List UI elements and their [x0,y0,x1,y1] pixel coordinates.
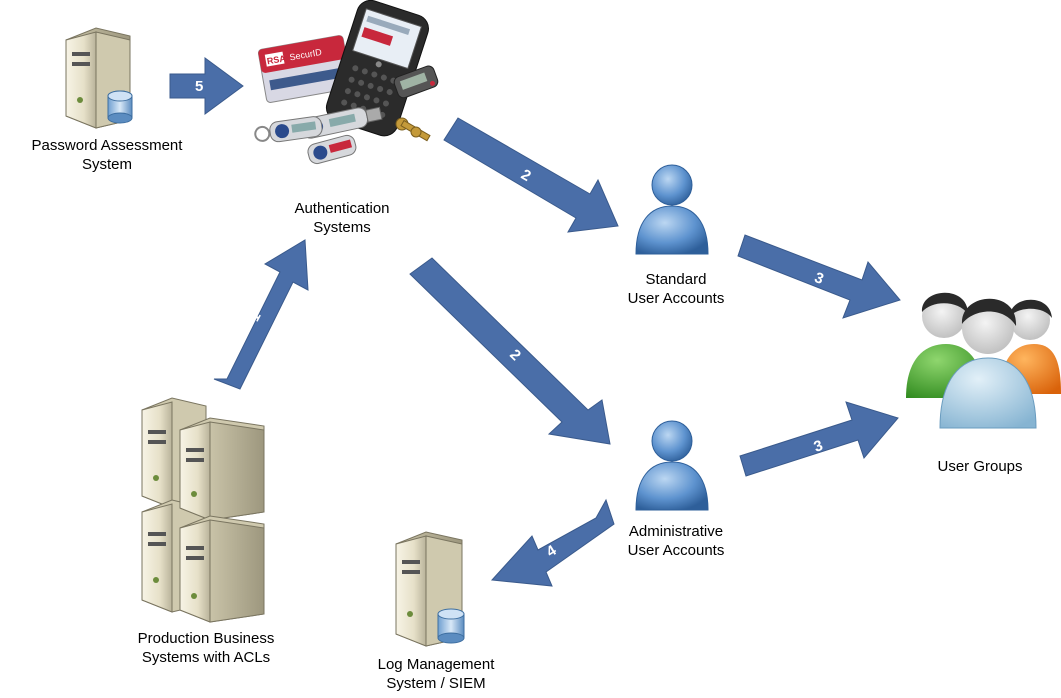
arrow-5 [169,57,244,115]
standard-users-label: Standard User Accounts [627,271,725,307]
admin-user-icon [635,420,709,511]
arrow-1 [213,239,309,390]
password-assessment-server-icon [65,27,133,129]
standard-user-icon [635,164,709,255]
admin-users-label: Administrative User Accounts [627,523,725,559]
arrow-4 [490,498,615,587]
production-label: Production Business Systems with ACLs [137,630,275,666]
card-brand: RSA [266,53,287,66]
arrow-2-admin [409,257,611,445]
password-assessment-label: Password Assessment System [31,137,183,173]
arrows-layer [169,57,901,587]
arrow-2-standard [443,117,619,233]
user-groups-label: User Groups [937,458,1023,475]
user-groups-icon [906,292,1061,429]
production-servers-icon [141,397,265,623]
log-management-label: Log Management System / SIEM [377,656,495,692]
authentication-label: Authentication Systems [294,200,390,236]
arrow-3-standard [737,234,901,319]
arrow-5-label: 5 [195,78,203,95]
arrow-3-admin [739,401,899,477]
log-management-server-icon [395,531,465,647]
authentication-tokens-icon: RSA SecurID [254,0,439,165]
